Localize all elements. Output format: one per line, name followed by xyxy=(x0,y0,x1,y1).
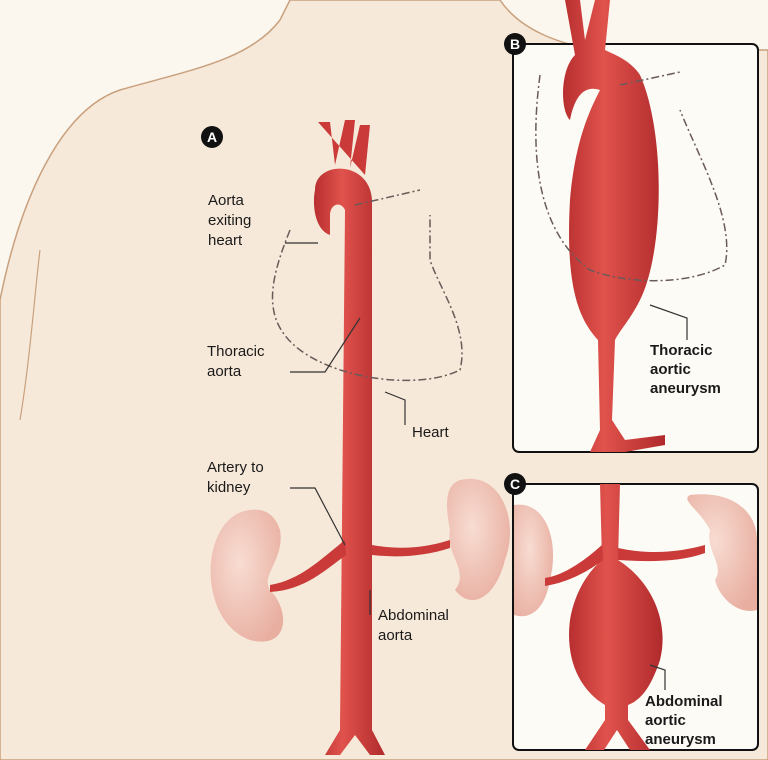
label-thoracic-aortic-aneurysm: Thoracic aortic aneurysm xyxy=(650,342,721,397)
label-artery-to-kidney: Artery to kidney xyxy=(207,459,268,496)
panel-c-abdominal-aneurysm: C Abdominal aortic aneurysm xyxy=(504,473,759,751)
arm-line xyxy=(19,249,41,421)
panel-a-badge: A xyxy=(201,126,223,148)
label-abdominal-aorta: Abdominal aorta xyxy=(378,607,453,644)
panel-b-badge: B xyxy=(510,36,520,52)
aorta xyxy=(270,120,450,756)
label-aorta-exiting-heart: Aorta exiting heart xyxy=(208,192,256,249)
label-heart: Heart xyxy=(412,424,450,441)
left-kidney xyxy=(210,509,284,642)
panel-c-badge: C xyxy=(510,476,520,492)
panel-b-thoracic-aneurysm: B Thoracic aortic aneurysm xyxy=(504,0,759,453)
label-thoracic-aorta: Thoracic aorta xyxy=(207,343,269,380)
label-abdominal-aortic-aneurysm: Abdominal aortic aneurysm xyxy=(645,693,727,748)
svg-text:A: A xyxy=(207,129,217,145)
right-kidney xyxy=(447,478,510,600)
heart-outline xyxy=(271,189,463,382)
